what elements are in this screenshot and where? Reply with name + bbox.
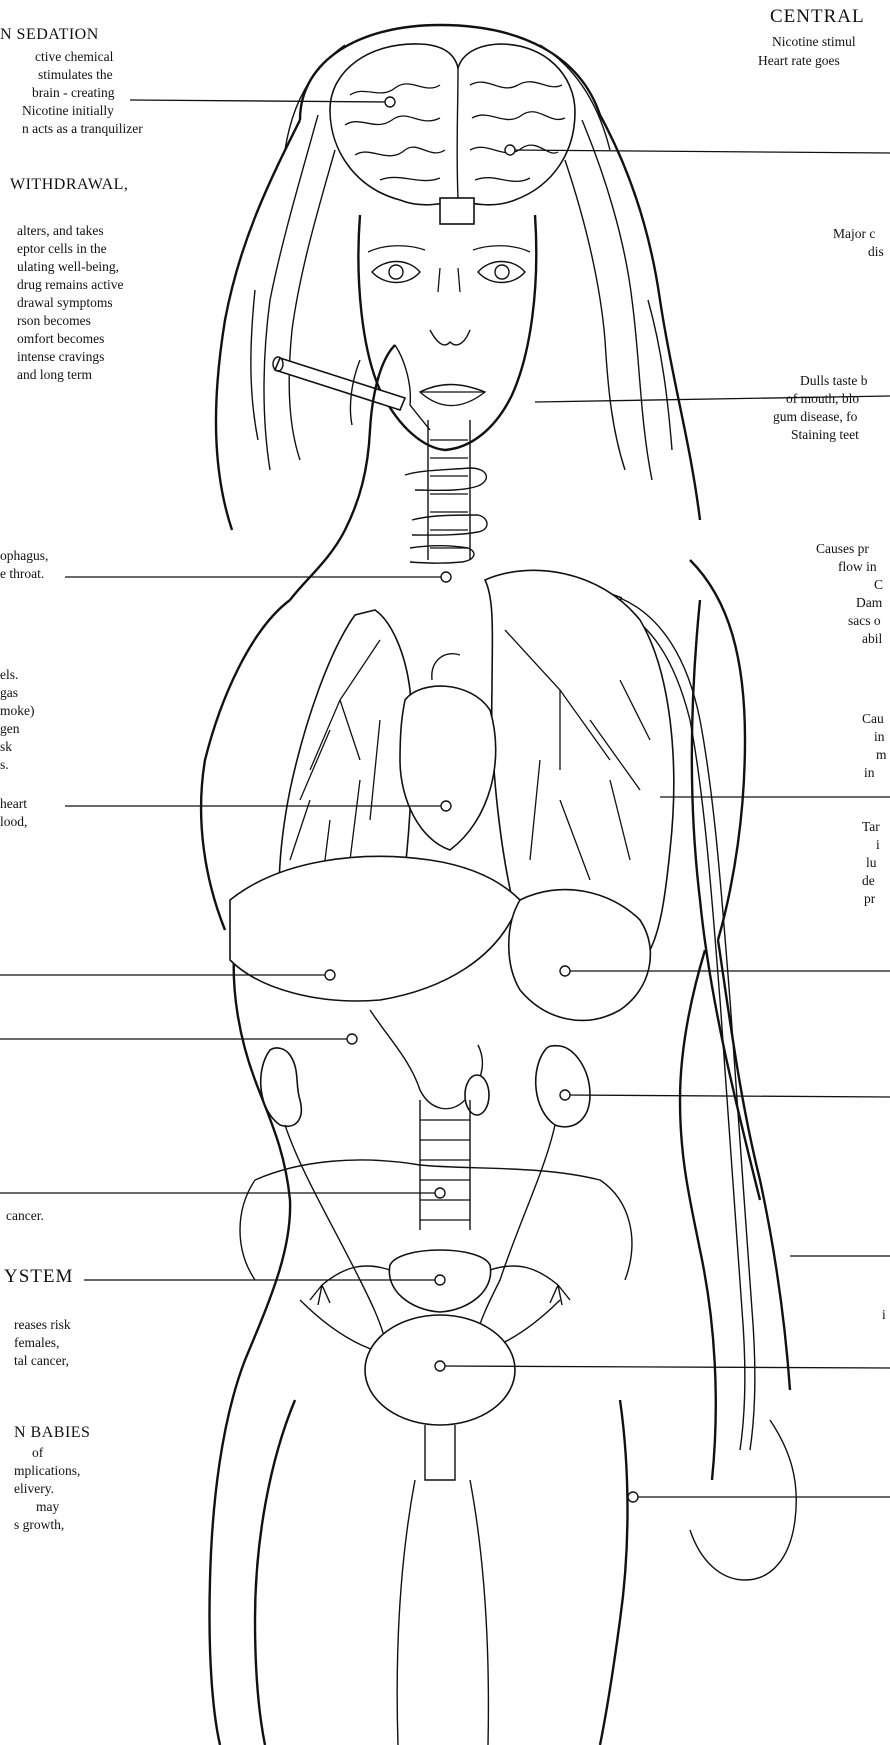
sedation-heading: N SEDATION: [0, 26, 99, 44]
tar-line: de: [862, 872, 875, 890]
withdrawal-line: and long term: [17, 366, 92, 384]
sedation-line: stimulates the: [38, 66, 113, 84]
bladder-icon: [365, 1315, 515, 1480]
tar-line: pr: [864, 890, 875, 908]
withdrawal-line: omfort becomes: [17, 330, 104, 348]
liver-icon: [230, 856, 520, 1001]
withdrawal-line: alters, and takes: [17, 222, 104, 240]
esophagus-line: e throat.: [0, 565, 44, 583]
heart-line: gas: [0, 684, 18, 702]
causes-line: sacs o: [848, 612, 881, 630]
cigarette-icon: [273, 357, 405, 410]
system-line: reases risk: [14, 1316, 71, 1334]
withdrawal-line: drug remains active: [17, 276, 123, 294]
withdrawal-heading: WITHDRAWAL,: [10, 176, 128, 194]
tar-line: i: [876, 836, 880, 854]
lungs-line: m: [876, 746, 887, 764]
nose-outline: [430, 268, 470, 345]
lungs-line: in: [864, 764, 875, 782]
kidney-right-icon: [536, 1046, 590, 1127]
heart-line: s.: [0, 756, 9, 774]
system-line: females,: [14, 1334, 59, 1352]
system-heading: YSTEM: [4, 1268, 73, 1286]
heart-line: sk: [0, 738, 12, 756]
face-outline: [358, 215, 536, 450]
sedation-line: brain - creating: [32, 84, 114, 102]
causes-line: Causes pr: [816, 540, 869, 558]
low-line: i: [882, 1306, 886, 1324]
central-heading: CENTRAL: [770, 8, 865, 26]
withdrawal-line: rson becomes: [17, 312, 91, 330]
causes-line: C: [874, 576, 883, 594]
sedation-line: n acts as a tranquilizer: [22, 120, 143, 138]
system-line: tal cancer,: [14, 1352, 69, 1370]
withdrawal-line: drawal symptoms: [17, 294, 113, 312]
causes-line: abil: [862, 630, 882, 648]
eye-right-icon: [473, 246, 530, 283]
babies-line: s growth,: [14, 1516, 64, 1534]
lungs-line: in: [874, 728, 885, 746]
mouth-line: gum disease, fo: [773, 408, 857, 426]
causes-line: Dam: [856, 594, 882, 612]
intestine-outline: [370, 1010, 489, 1115]
eye-left-icon: [368, 246, 425, 283]
mouth-line: Staining teet: [791, 426, 859, 444]
heart-icon: [400, 654, 496, 850]
mouth-line: of mouth, blo: [786, 390, 859, 408]
heart-line: heart: [0, 795, 27, 813]
major-line: Major c: [833, 225, 875, 243]
babies-heading: N BABIES: [14, 1424, 90, 1442]
arm-outline: [690, 600, 796, 1580]
withdrawal-line: ulating well-being,: [17, 258, 119, 276]
legs-outline: [255, 1400, 628, 1745]
sedation-line: Nicotine initially: [22, 102, 114, 120]
withdrawal-line: eptor cells in the: [17, 240, 107, 258]
babies-line: elivery.: [14, 1480, 54, 1498]
mouth-line: Dulls taste b: [800, 372, 868, 390]
esophagus-line: ophagus,: [0, 547, 48, 565]
withdrawal-line: intense cravings: [17, 348, 104, 366]
heart-line: els.: [0, 666, 18, 684]
heart-line: lood,: [0, 813, 27, 831]
cancer-line: cancer.: [6, 1207, 44, 1225]
major-line: dis: [868, 243, 884, 261]
babies-line: mplications,: [14, 1462, 80, 1480]
heart-line: moke): [0, 702, 35, 720]
lungs-line: Cau: [862, 710, 884, 728]
central-line: Heart rate goes: [758, 52, 840, 70]
babies-line: may: [36, 1498, 59, 1516]
mouth-outline: [420, 385, 485, 406]
causes-line: flow in: [838, 558, 877, 576]
central-line: Nicotine stimul: [772, 33, 856, 51]
heart-line: gen: [0, 720, 20, 738]
kidney-left-icon: [261, 1048, 302, 1126]
sedation-line: ctive chemical: [35, 48, 113, 66]
tar-line: lu: [866, 854, 877, 872]
babies-line: of: [32, 1444, 43, 1462]
tar-line: Tar: [862, 818, 880, 836]
brain-illustration: [330, 44, 575, 224]
